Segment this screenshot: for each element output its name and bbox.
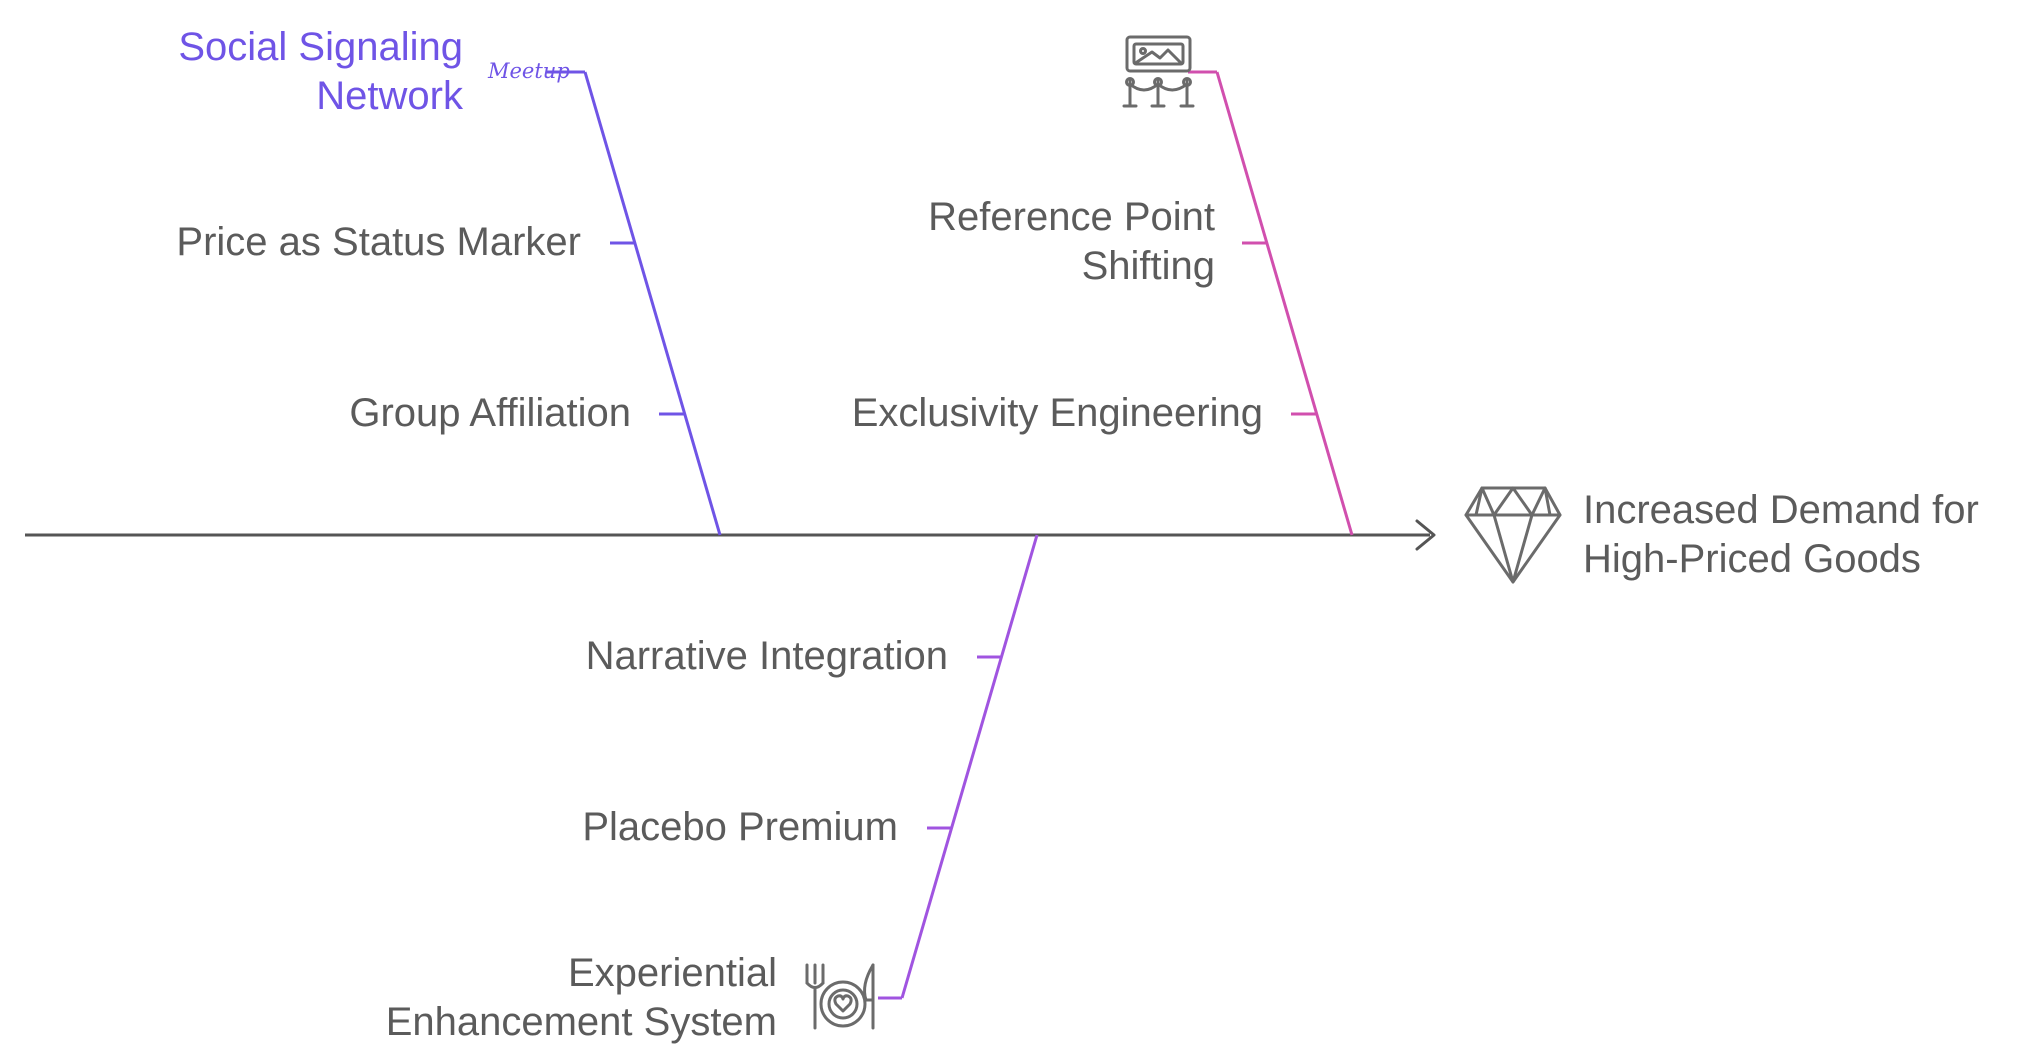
spine-arrowhead <box>1415 519 1436 551</box>
cause-reference-point-line-2: Shifting <box>1081 244 1215 288</box>
cause-group-affiliation: Group Affiliation <box>349 391 631 435</box>
cause-reference-point-line-1: Reference Point <box>928 195 1215 239</box>
cause-placebo-premium: Placebo Premium <box>582 805 898 849</box>
branch-social-title-line-2: Network <box>316 74 463 118</box>
effect-label: Increased Demand for High-Priced Goods <box>1583 486 1979 584</box>
branch-experiential-title-line-2: Enhancement System <box>385 1000 777 1044</box>
svg-text:Meetup: Meetup <box>487 59 570 83</box>
cause-narrative-integration: Narrative Integration <box>585 634 948 678</box>
art-gallery-icon <box>1122 35 1195 108</box>
branch-reference-line <box>1215 71 1354 536</box>
branch-social-title: Social Signaling Network <box>178 23 463 121</box>
effect-label-line-1: Increased Demand for <box>1583 488 1979 532</box>
branch-social-title-line-1: Social Signaling <box>178 25 463 69</box>
branch-experiential-title-line-1: Experiential <box>567 951 777 995</box>
cause-reference-point-shifting: Reference Point Shifting <box>928 193 1215 291</box>
diamond-icon <box>1464 486 1562 584</box>
cause-exclusivity-engineering: Exclusivity Engineering <box>851 391 1263 435</box>
branch-experiential-line <box>900 534 1039 999</box>
dining-heart-icon <box>805 963 875 1030</box>
meetup-icon: Meetup <box>487 59 570 83</box>
branch-social-line <box>583 71 722 536</box>
branch-experiential-title: Experiential Enhancement System <box>386 949 777 1047</box>
cause-price-as-status-marker: Price as Status Marker <box>176 220 581 264</box>
effect-label-line-2: High-Priced Goods <box>1583 537 1921 581</box>
